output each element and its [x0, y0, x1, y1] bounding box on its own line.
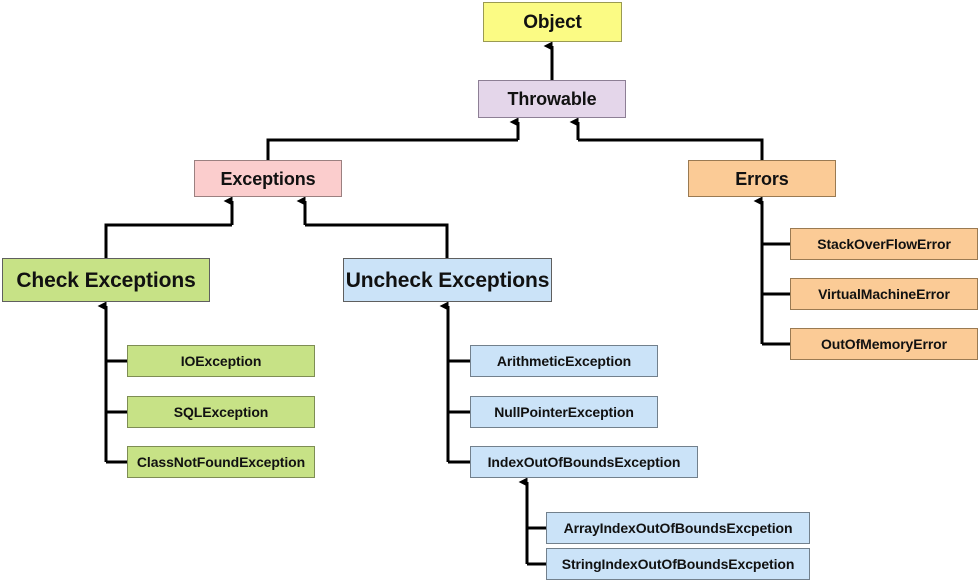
node-stack-overflow-error[interactable]: StackOverFlowError — [790, 228, 978, 260]
node-stack-overflow-error-label: StackOverFlowError — [817, 236, 951, 252]
node-check-exceptions-label: Check Exceptions — [16, 268, 196, 292]
node-out-of-memory-error[interactable]: OutOfMemoryError — [790, 328, 978, 360]
node-out-of-memory-error-label: OutOfMemoryError — [821, 336, 947, 352]
node-uncheck-exceptions-label: Uncheck Exceptions — [345, 268, 550, 292]
node-exceptions-label: Exceptions — [220, 168, 316, 189]
edge-exceptions-to-throwable — [266, 138, 518, 160]
node-virtual-machine-error-label: VirtualMachineError — [818, 286, 950, 302]
node-errors-label: Errors — [735, 168, 789, 189]
node-array-index-out-of-bounds-exception[interactable]: ArrayIndexOutOfBoundsExcpetion — [546, 512, 810, 544]
node-arithmetic-exception[interactable]: ArithmeticException — [470, 345, 658, 377]
node-uncheck-exceptions[interactable]: Uncheck Exceptions — [343, 258, 552, 302]
node-sql-exception-label: SQLException — [173, 404, 269, 420]
node-string-index-out-of-bounds-exception-label: StringIndexOutOfBoundsExcpetion — [561, 556, 795, 572]
node-virtual-machine-error[interactable]: VirtualMachineError — [790, 278, 978, 310]
node-throwable[interactable]: Throwable — [478, 80, 626, 118]
node-throwable-label: Throwable — [507, 89, 597, 109]
edge-errors-to-throwable — [578, 138, 764, 160]
node-null-pointer-exception-label: NullPointerException — [494, 404, 634, 420]
node-null-pointer-exception[interactable]: NullPointerException — [470, 396, 658, 428]
node-sql-exception[interactable]: SQLException — [127, 396, 315, 428]
node-io-exception[interactable]: IOException — [127, 345, 315, 377]
node-io-exception-label: IOException — [180, 353, 262, 369]
node-errors[interactable]: Errors — [688, 160, 836, 197]
edge-check-to-exceptions — [104, 223, 232, 258]
edge-uncheck-to-exceptions — [305, 223, 449, 258]
node-string-index-out-of-bounds-exception[interactable]: StringIndexOutOfBoundsExcpetion — [546, 548, 810, 580]
node-index-out-of-bounds-exception-label: IndexOutOfBoundsException — [487, 454, 681, 470]
node-check-exceptions[interactable]: Check Exceptions — [2, 258, 210, 302]
node-arithmetic-exception-label: ArithmeticException — [496, 353, 632, 369]
node-exceptions[interactable]: Exceptions — [194, 160, 342, 197]
node-class-not-found-exception[interactable]: ClassNotFoundException — [127, 446, 315, 478]
node-object-label: Object — [523, 11, 582, 33]
node-object[interactable]: Object — [483, 2, 622, 42]
node-index-out-of-bounds-exception[interactable]: IndexOutOfBoundsException — [470, 446, 698, 478]
node-array-index-out-of-bounds-exception-label: ArrayIndexOutOfBoundsExcpetion — [563, 520, 793, 536]
node-class-not-found-exception-label: ClassNotFoundException — [136, 454, 306, 470]
